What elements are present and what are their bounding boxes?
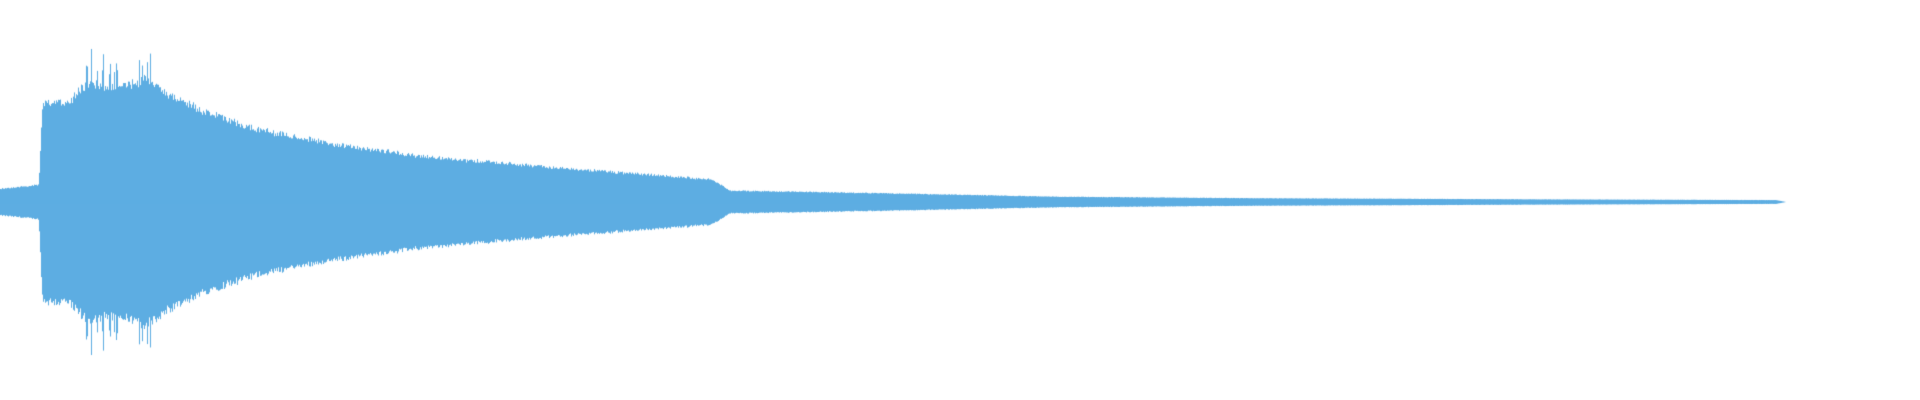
- audio-waveform: [0, 0, 1920, 400]
